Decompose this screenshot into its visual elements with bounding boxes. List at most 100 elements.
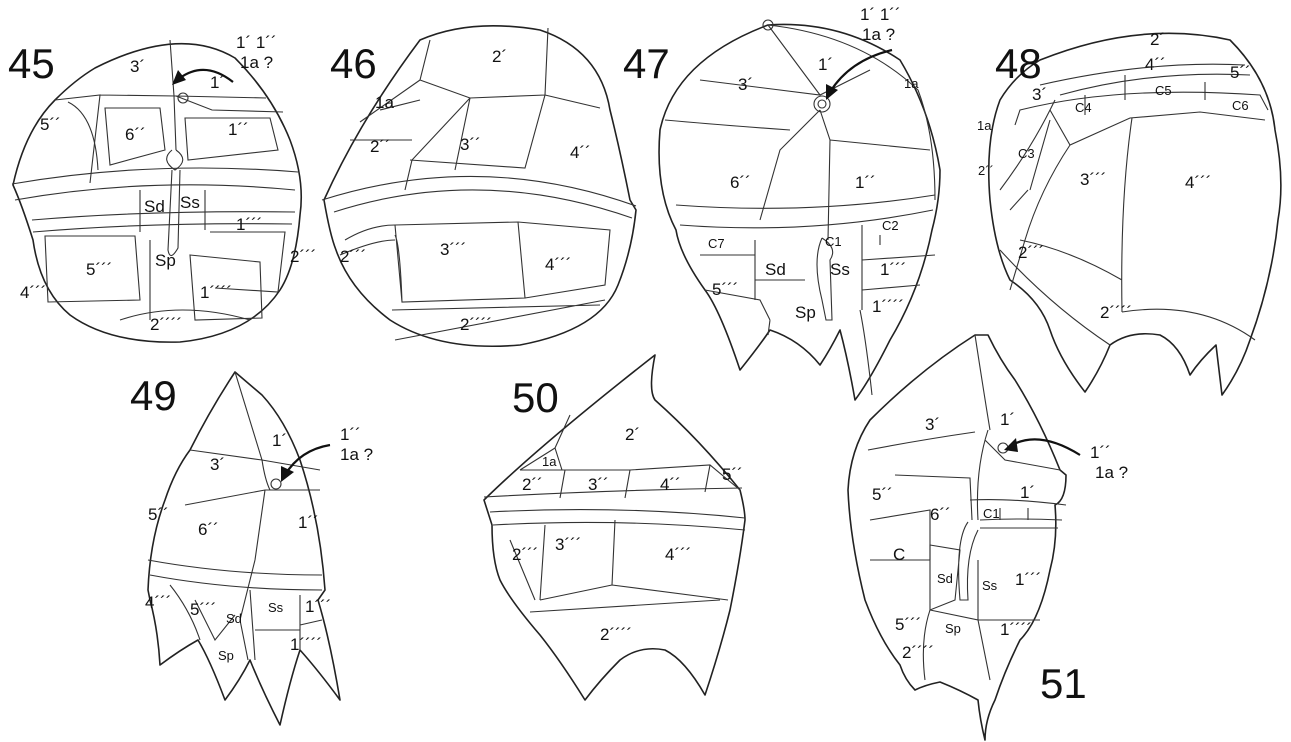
figure-49-plate-label: 1´ [272,431,287,450]
figure-45-plate-label: 1´´ [228,120,249,139]
figure-48-plate-label: 3´´´ [1080,170,1106,189]
figure-50-plate-label: 4´´´ [665,545,691,564]
figure-45-plate-label: 1´´´ [236,215,262,234]
figure-47-plate-label: C7 [708,236,725,251]
figure-47: 47 1´ 1´´ 1a ? 3´ 1´ 1a 6´´ 1´´ C7 C1 C2… [623,5,940,400]
figure-47-number: 47 [623,40,670,87]
figure-49-plate-label: 6´´ [198,520,219,539]
figure-50-number: 50 [512,374,559,421]
figure-45-plate-label: 1´ [210,73,225,92]
figure-49-annotation-line-2: 1a ? [340,445,373,464]
figure-45-plate-label: 5´´´ [86,260,112,279]
figure-45: 45 1´ 1´´ 1a ? 3´ 1´ 5´´ 6´´ 1´´ Sd Ss 1… [8,33,316,342]
figure-46-plate-label: 2´´´´ [460,315,492,334]
figure-45-plate-label: 1´´´´ [200,283,232,302]
figure-46-plate-label: 2´´ [370,137,391,156]
figure-47-plate-label: Ss [830,260,850,279]
figure-51: 51 1´´ 1a ? 3´ 1´ 5´´ 6´´ 1´ C1 C Sd Ss … [848,335,1128,740]
figure-51-plate-label: 1´ [1000,410,1015,429]
figure-51-plate-label: Sd [937,571,953,586]
figure-51-plate-label: Ss [982,578,998,593]
figure-47-outline [659,24,940,400]
figure-49: 49 1´´ 1a ? 1´ 3´ 5´´ 6´´ 1´´ 5´´´ Sd Ss… [130,372,373,725]
figure-46-plate-label: 4´´´ [545,255,571,274]
figure-51-plate-label: 5´´ [872,485,893,504]
figure-49-plate-label: Ss [268,600,284,615]
figure-46: 46 2´ 1a 2´´ 3´´ 4´´ 2´´´ 3´´´ 4´´´ 2´´´… [322,26,636,346]
figure-49-annotation-line-1: 1´´ [340,425,361,444]
figure-47-plate-label: C1 [825,234,842,249]
figure-51-plate-label: Sp [945,621,961,636]
figure-50-plate-label: 2´´ [522,475,543,494]
figure-51-annotation-line-2: 1a ? [1095,463,1128,482]
figure-48-plate-label: 5´´ [1230,63,1251,82]
figure-46-plate-label: 2´ [492,47,507,66]
figure-45-annotation-line-2: 1a ? [240,53,273,72]
figure-49-outline [148,372,340,725]
figure-45-plate-label: Sp [155,251,176,270]
figure-48-number: 48 [995,40,1042,87]
figure-49-plate-label: 5´´´ [190,600,216,619]
figure-50-plate-label: 4´´ [660,475,681,494]
figure-45-plate-label: Sd [144,197,165,216]
figure-47-plate-label: 1´´´ [880,260,906,279]
figure-45-plate-label: 4´´´ [20,283,46,302]
figure-45-plate-label: Ss [180,193,200,212]
figure-48: 48 2´ 4´´ 5´´ 3´ C4 C5 C6 1a C3 2´´ 3´´´… [977,30,1281,395]
figure-48-plate-label: 2´´´´ [1100,303,1132,322]
figure-48-plate-label: C5 [1155,83,1172,98]
figure-45-annotation-line-1: 1´ 1´´ [236,33,277,52]
figure-50-plate-label: 3´´´ [555,535,581,554]
figure-45-plate-label: 3´ [130,57,145,76]
figure-49-plate-label: 1´´´ [305,597,331,616]
figure-48-plate-label: 2´´´ [1018,243,1044,262]
figure-50-plate-label: 3´´ [588,475,609,494]
figure-47-plate-label: Sp [795,303,816,322]
figure-47-plate-label: C2 [882,218,899,233]
figure-51-plate-label: 1´´´ [1015,570,1041,589]
figure-47-plate-label: 1a [904,76,919,91]
figure-51-plate-label: C1 [983,506,1000,521]
figure-47-annotation-line-1: 1´ 1´´ [860,5,901,24]
figure-49-number: 49 [130,372,177,419]
figure-47-plate-label: 5´´´ [712,280,738,299]
figure-51-plate-label: 3´ [925,415,940,434]
figure-51-plate-label: 1´´´´ [1000,620,1032,639]
figure-48-plate-label: 3´ [1032,85,1047,104]
figure-46-plate-label: 2´´´ [340,247,366,266]
figure-46-plate-label: 1a [375,93,394,112]
figure-45-plate-label: 6´´ [125,125,146,144]
figure-51-plate-label: C [893,545,905,564]
figure-51-annotation-line-1: 1´´ [1090,443,1111,462]
figure-47-plate-label: Sd [765,260,786,279]
figure-45-outline [13,44,301,342]
figure-48-plate-label: 2´ [1150,30,1165,49]
figure-50: 50 2´ 1a 2´´ 3´´ 4´´ 5´´ 2´´´ 3´´´ 4´´´ … [484,355,745,700]
figure-45-plate-label: 2´´´ [290,247,316,266]
figure-47-plate-label: 1´´ [855,173,876,192]
figure-49-plate-label: 4´´´ [145,593,171,612]
figure-48-plate-label: C4 [1075,100,1092,115]
figure-50-plate-label: 2´ [625,425,640,444]
figure-47-plate-label: 6´´ [730,173,751,192]
figure-47-plate-label: 1´ [818,55,833,74]
figure-45-plate-label: 2´´´´ [150,315,182,334]
figure-51-plate-label: 2´´´´ [902,643,934,662]
figure-51-plate-label: 5´´´ [895,615,921,634]
figure-50-plate-label: 2´´´ [512,545,538,564]
figure-49-plate-label: 1´´ [298,513,319,532]
figure-48-plate-label: 2´´ [978,163,994,178]
figure-51-plate-label: 6´´ [930,505,951,524]
figure-48-plate-label: 4´´ [1145,55,1166,74]
figure-46-plate-label: 4´´ [570,143,591,162]
figure-51-outline [848,335,1066,740]
figure-49-plate-label: 1´´´´ [290,635,322,654]
figure-47-plate-label: 3´ [738,75,753,94]
figure-51-plate-label: 1´ [1020,483,1035,502]
figure-48-plate-label: 1a [977,118,992,133]
figure-50-plate-label: 2´´´´ [600,625,632,644]
figure-48-plate-label: C6 [1232,98,1249,113]
figure-45-plate-label: 5´´ [40,115,61,134]
figure-50-plate-label: 5´´ [722,465,743,484]
